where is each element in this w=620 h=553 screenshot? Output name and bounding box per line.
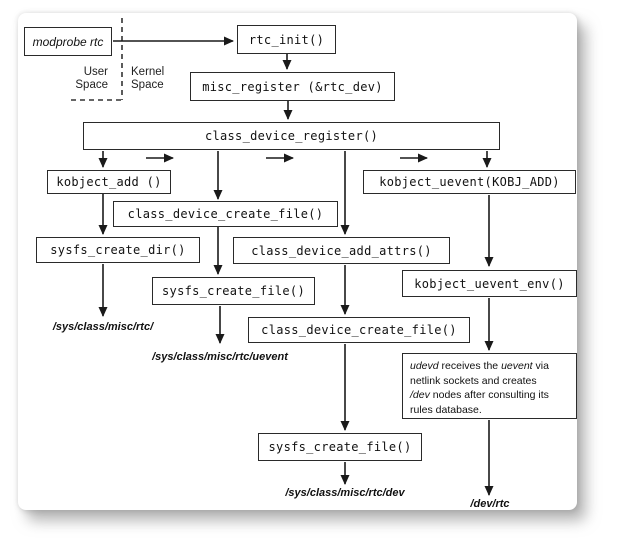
node-kobject-add: kobject_add () <box>47 170 171 194</box>
node-class-device-create-file-1: class_device_create_file() <box>113 201 338 227</box>
user-kernel-boundary <box>71 18 123 101</box>
node-kobject-uevent-env: kobject_uevent_env() <box>402 270 577 297</box>
node-sysfs-create-file-2: sysfs_create_file() <box>258 433 422 461</box>
user-space-line1: User <box>83 66 108 78</box>
node-class-device-register: class_device_register() <box>83 122 500 150</box>
node-rtc-init: rtc_init() <box>237 25 336 54</box>
kernel-space-line1: Kernel <box>131 66 165 78</box>
node-kobject-uevent: kobject_uevent(KOBJ_ADD) <box>363 170 576 194</box>
node-class-device-create-file-2: class_device_create_file() <box>248 317 470 343</box>
node-sysfs-create-dir: sysfs_create_dir() <box>36 237 200 263</box>
user-space-label: User Space <box>58 66 108 92</box>
node-misc-register: misc_register (&rtc_dev) <box>190 72 395 101</box>
udevd-note-line2: netlink sockets and creates <box>410 374 537 387</box>
output-sysfs-rtc-dev: /sys/class/misc/rtc/dev <box>285 487 405 499</box>
node-udevd-note: udevd receives the uevent via netlink so… <box>402 353 577 419</box>
udevd-note-line4: rules database. <box>410 403 482 416</box>
user-space-line2: Space <box>75 79 108 91</box>
output-sysfs-rtc-dir: /sys/class/misc/rtc/ <box>52 321 154 333</box>
udevd-note-line1: udevd receives the uevent via <box>410 360 549 372</box>
output-dev-rtc: /dev/rtc <box>470 498 510 510</box>
udevd-note-line3: /dev nodes after consulting its <box>410 389 549 401</box>
kernel-space-label: Kernel Space <box>131 66 186 92</box>
kernel-space-line2: Space <box>131 79 164 91</box>
node-sysfs-create-file-1: sysfs_create_file() <box>152 277 315 305</box>
node-modprobe-rtc: modprobe rtc <box>24 27 112 56</box>
output-sysfs-rtc-uevent: /sys/class/misc/rtc/uevent <box>152 351 288 363</box>
node-class-device-add-attrs: class_device_add_attrs() <box>233 237 450 264</box>
flow-arrows <box>98 36 494 496</box>
